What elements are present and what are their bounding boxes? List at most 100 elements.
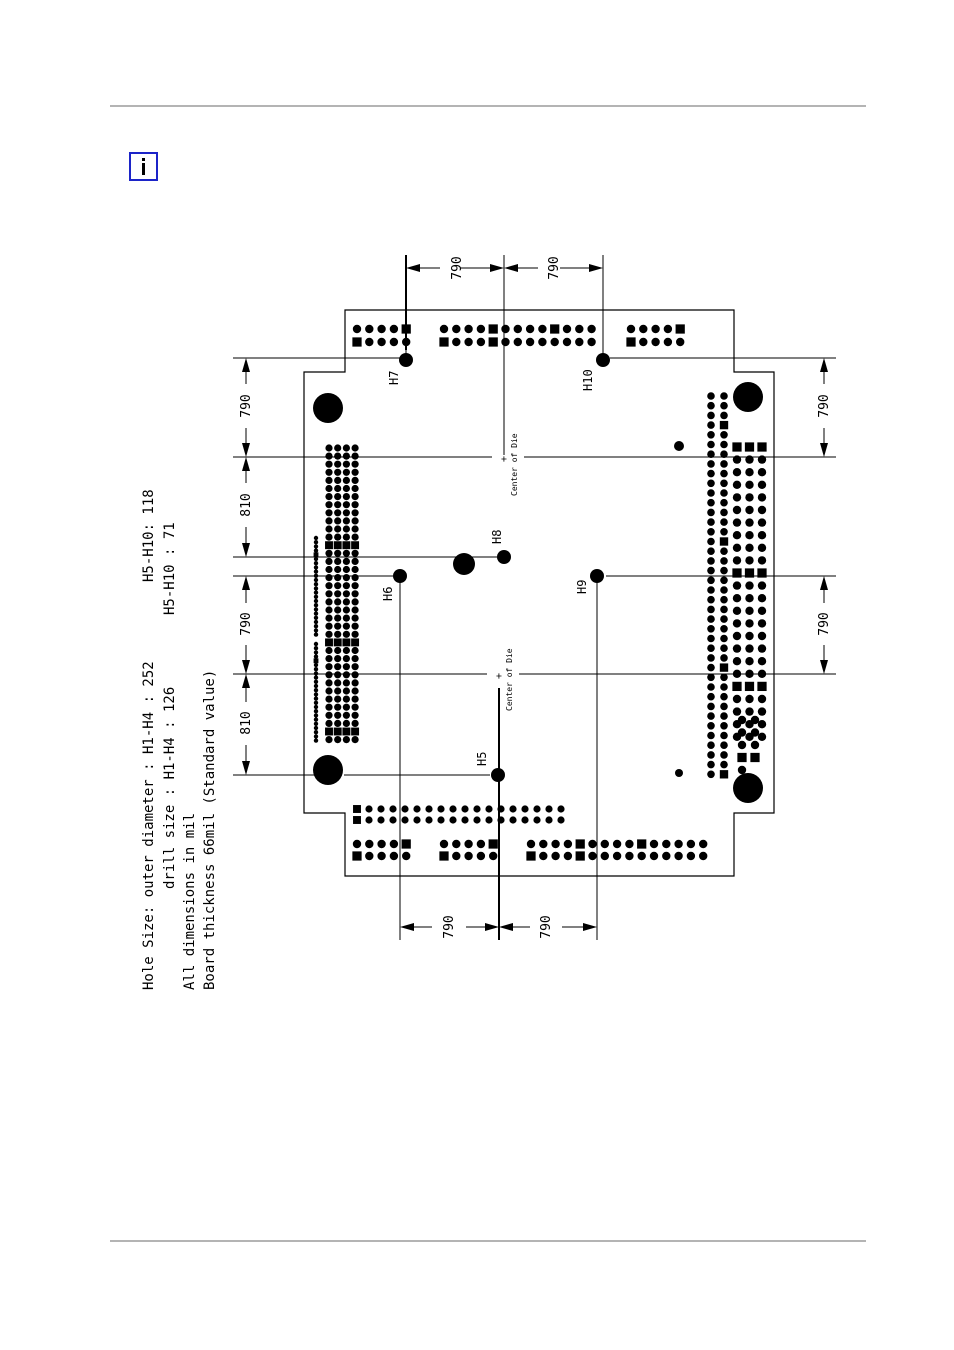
pin (325, 533, 333, 541)
pin (745, 631, 754, 641)
via-upper (674, 441, 684, 451)
pin (707, 450, 715, 459)
pin (334, 525, 342, 533)
pin (351, 655, 359, 663)
pin (707, 460, 715, 468)
pin (325, 484, 333, 493)
pin (377, 839, 386, 849)
via-lower (675, 769, 683, 777)
pin (745, 644, 754, 653)
pin (720, 547, 728, 555)
pin (413, 805, 421, 813)
pin (757, 518, 767, 527)
pin (707, 557, 715, 565)
pin-square (732, 681, 742, 692)
pin (401, 805, 409, 813)
pin (334, 533, 342, 541)
pin (325, 476, 333, 484)
pin (557, 805, 565, 813)
pin (525, 337, 535, 347)
dim-bottom-right: 790 (539, 915, 554, 938)
pin (313, 646, 319, 651)
pin (757, 468, 767, 477)
pin (526, 839, 536, 849)
pin (720, 712, 728, 720)
pin (342, 565, 350, 574)
pin (351, 590, 359, 598)
pin (707, 566, 715, 575)
pin (732, 694, 742, 704)
pin (449, 816, 457, 824)
pin (365, 337, 374, 347)
pin (707, 392, 715, 400)
pin (732, 631, 742, 641)
pin (334, 703, 342, 711)
pin (538, 324, 547, 334)
pin (707, 722, 715, 730)
pin (707, 673, 715, 682)
pin (707, 469, 715, 478)
pin (533, 816, 541, 824)
pin (377, 816, 385, 824)
pin (313, 611, 319, 616)
pin (351, 622, 359, 630)
pin (732, 518, 742, 527)
pin (351, 525, 359, 533)
pin (720, 392, 728, 400)
pin (351, 493, 359, 501)
pin-square (313, 658, 319, 664)
pin (513, 324, 522, 334)
pin (720, 566, 728, 575)
pin (325, 703, 333, 711)
pin (313, 619, 319, 625)
pin (707, 401, 715, 410)
pin (413, 816, 421, 824)
pin (720, 460, 728, 468)
pin-square (719, 663, 729, 672)
pin (707, 576, 715, 585)
pin (707, 644, 715, 652)
pin (452, 839, 461, 849)
pin (325, 711, 333, 719)
pin (313, 535, 319, 541)
pin (313, 565, 319, 570)
pin (342, 590, 350, 598)
pin (313, 582, 319, 587)
pin (732, 505, 742, 515)
pin (707, 479, 715, 488)
pin (313, 667, 319, 672)
pin (732, 644, 742, 653)
pin (389, 324, 399, 334)
pin (325, 736, 333, 744)
pin (351, 695, 359, 703)
pin (449, 805, 457, 813)
pin (313, 548, 319, 553)
pin (757, 619, 767, 628)
pin (745, 619, 754, 628)
pin (325, 557, 333, 566)
pin (587, 337, 596, 347)
pin (461, 805, 469, 813)
pin (334, 501, 342, 509)
pin (377, 324, 386, 334)
pin (352, 324, 362, 334)
pin-square (488, 324, 498, 334)
pin-square (719, 770, 729, 779)
pin (313, 696, 319, 701)
pin (663, 337, 673, 347)
pin (539, 839, 548, 849)
pin (563, 851, 573, 861)
pin (513, 337, 522, 347)
pin (342, 468, 350, 476)
pin (313, 683, 319, 689)
pin (325, 452, 333, 460)
pin-square (757, 568, 767, 578)
pin (757, 694, 767, 704)
pin-square (342, 727, 351, 736)
pin (707, 625, 715, 633)
pin-square (732, 568, 742, 578)
pin (720, 431, 728, 439)
pin (351, 517, 359, 525)
pin (707, 528, 715, 536)
pin (334, 687, 342, 695)
